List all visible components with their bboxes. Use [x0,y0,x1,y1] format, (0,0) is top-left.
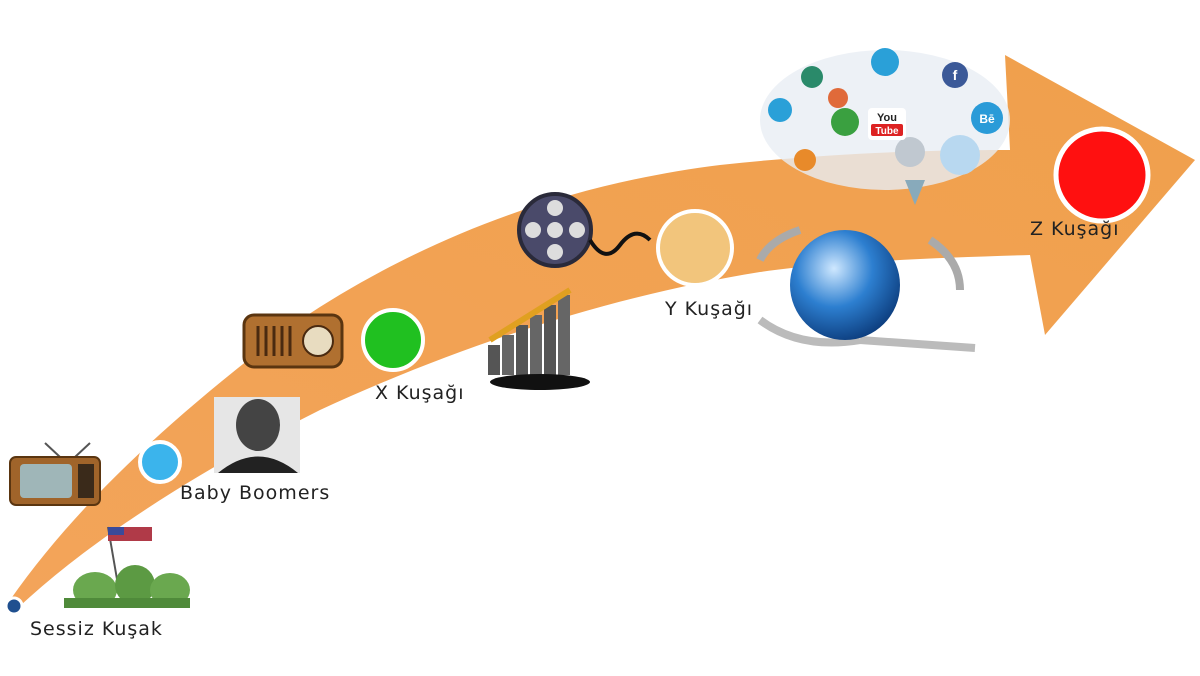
youtube-text: Tube [875,126,899,137]
generation-dot-boomers [138,440,182,484]
label-z-kusagi: Z Kuşağı [1030,218,1120,240]
label-y-kusagi: Y Kuşağı [665,298,754,320]
chart-icon [488,287,590,390]
generation-dot-y [656,209,734,287]
film-reel-icon [517,192,652,268]
behance-text: Bē [979,112,995,126]
youtube-text: You [877,112,897,124]
social-media-cloud-icon: You Tube f Bē [760,48,1010,205]
label-x-kusagi: X Kuşağı [375,382,465,404]
generation-dot-x [361,308,425,372]
generation-dot-z [1053,126,1151,224]
soldiers-flag-icon [64,526,190,608]
generation-dot-sessiz [4,596,24,616]
radio-icon [242,313,344,369]
facebook-text: f [953,67,958,83]
label-baby-boomers: Baby Boomers [180,482,331,504]
tv-icon [9,442,101,506]
growth-arrow [10,55,1195,608]
label-sessiz-kusak: Sessiz Kuşak [30,618,163,640]
globe-icon [756,226,976,352]
portrait-icon [214,397,300,473]
